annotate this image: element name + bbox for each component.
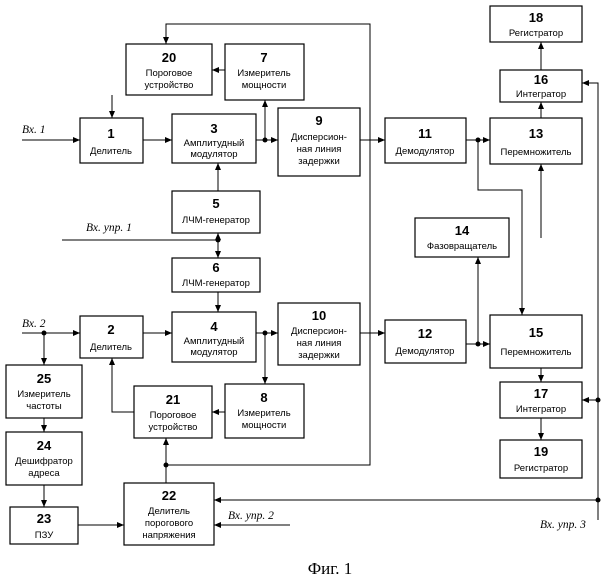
svg-text:Дисперсион-: Дисперсион- bbox=[291, 326, 347, 337]
svg-text:Регистратор: Регистратор bbox=[514, 463, 568, 474]
block-6-lfm-generator: 6 ЛЧМ-генератор bbox=[172, 258, 260, 292]
svg-text:задержки: задержки bbox=[298, 156, 340, 167]
input-label-vx1: Вх. 1 bbox=[22, 124, 45, 136]
svg-text:9: 9 bbox=[315, 113, 322, 128]
svg-text:5: 5 bbox=[212, 196, 219, 211]
svg-text:частоты: частоты bbox=[26, 401, 62, 412]
svg-text:2: 2 bbox=[107, 322, 114, 337]
svg-text:устройство: устройство bbox=[149, 422, 198, 433]
svg-text:Делитель: Делитель bbox=[90, 342, 132, 353]
svg-text:Перемножитель: Перемножитель bbox=[501, 147, 572, 158]
block-2-divider: 2 Делитель bbox=[80, 316, 143, 358]
block-25-frequency-meter: 25 Измеритель частоты bbox=[6, 365, 82, 418]
svg-text:15: 15 bbox=[529, 325, 543, 340]
svg-text:25: 25 bbox=[37, 371, 51, 386]
svg-text:ЛЧМ-генератор: ЛЧМ-генератор bbox=[182, 278, 250, 289]
svg-text:напряжения: напряжения bbox=[142, 530, 195, 541]
svg-text:7: 7 bbox=[260, 50, 267, 65]
block-8-power-meter: 8 Измеритель мощности bbox=[225, 384, 304, 438]
svg-text:ная линия: ная линия bbox=[297, 144, 342, 155]
svg-text:модулятор: модулятор bbox=[190, 347, 237, 358]
svg-text:Делитель: Делитель bbox=[148, 506, 190, 517]
block-20-threshold-device: 20 Пороговое устройство bbox=[126, 44, 212, 95]
svg-text:8: 8 bbox=[260, 390, 267, 405]
svg-text:Дисперсион-: Дисперсион- bbox=[291, 132, 347, 143]
block-3-amplitude-modulator: 3 Амплитудный модулятор bbox=[172, 114, 256, 163]
svg-text:Интегратор: Интегратор bbox=[516, 404, 566, 415]
svg-text:Измеритель: Измеритель bbox=[17, 389, 70, 400]
svg-text:Делитель: Делитель bbox=[90, 146, 132, 157]
svg-text:12: 12 bbox=[418, 326, 432, 341]
svg-text:4: 4 bbox=[210, 319, 218, 334]
svg-text:ПЗУ: ПЗУ bbox=[35, 530, 54, 541]
input-label-vx-upr3: Вх. упр. 3 bbox=[540, 519, 586, 531]
svg-text:Интегратор: Интегратор bbox=[516, 89, 566, 100]
block-21-threshold-device: 21 Пороговое устройство bbox=[134, 386, 212, 438]
svg-text:16: 16 bbox=[534, 72, 548, 87]
input-label-vx-upr1: Вх. упр. 1 bbox=[86, 222, 132, 234]
block-7-power-meter: 7 Измеритель мощности bbox=[225, 44, 304, 100]
svg-text:Измеритель: Измеритель bbox=[237, 68, 290, 79]
block-23-rom: 23 ПЗУ bbox=[10, 507, 78, 544]
block-19-recorder: 19 Регистратор bbox=[500, 440, 582, 478]
svg-text:Фазовращатель: Фазовращатель bbox=[427, 241, 497, 252]
svg-text:22: 22 bbox=[162, 488, 176, 503]
svg-text:17: 17 bbox=[534, 386, 548, 401]
svg-text:Дешифратор: Дешифратор bbox=[15, 456, 73, 467]
block-17-integrator: 17 Интегратор bbox=[500, 382, 582, 418]
svg-text:мощности: мощности bbox=[242, 420, 287, 431]
block-16-integrator: 16 Интегратор bbox=[500, 70, 582, 102]
block-1-divider: 1 Делитель bbox=[80, 118, 143, 163]
svg-text:Амплитудный: Амплитудный bbox=[184, 138, 245, 149]
svg-text:11: 11 bbox=[418, 126, 432, 141]
svg-text:устройство: устройство bbox=[145, 80, 194, 91]
svg-text:Регистратор: Регистратор bbox=[509, 28, 563, 39]
svg-text:ЛЧМ-генератор: ЛЧМ-генератор bbox=[182, 215, 250, 226]
block-14-phase-shifter: 14 Фазовращатель bbox=[415, 218, 509, 257]
block-22-threshold-voltage-divider: 22 Делитель порогового напряжения bbox=[124, 483, 214, 545]
block-12-demodulator: 12 Демодулятор bbox=[385, 320, 466, 363]
svg-text:задержки: задержки bbox=[298, 350, 340, 361]
input-label-vx-upr2: Вх. упр. 2 bbox=[228, 510, 274, 522]
block-15-multiplier: 15 Перемножитель bbox=[490, 315, 582, 368]
block-10-dispersive-delay-line: 10 Дисперсион- ная линия задержки bbox=[278, 303, 360, 365]
svg-text:Демодулятор: Демодулятор bbox=[396, 346, 455, 357]
svg-text:Демодулятор: Демодулятор bbox=[396, 146, 455, 157]
svg-text:21: 21 bbox=[166, 392, 180, 407]
input-label-vx2: Вх. 2 bbox=[22, 318, 46, 330]
svg-text:Перемножитель: Перемножитель bbox=[501, 347, 572, 358]
svg-text:адреса: адреса bbox=[28, 468, 60, 479]
svg-text:ная линия: ная линия bbox=[297, 338, 342, 349]
svg-text:14: 14 bbox=[455, 223, 470, 238]
svg-text:модулятор: модулятор bbox=[190, 149, 237, 160]
block-18-recorder: 18 Регистратор bbox=[490, 6, 582, 42]
svg-text:13: 13 bbox=[529, 126, 543, 141]
block-11-demodulator: 11 Демодулятор bbox=[385, 118, 466, 163]
svg-text:Измеритель: Измеритель bbox=[237, 408, 290, 419]
block-4-amplitude-modulator: 4 Амплитудный модулятор bbox=[172, 312, 256, 362]
svg-text:Пороговое: Пороговое bbox=[150, 410, 197, 421]
figure-caption: Фиг. 1 bbox=[308, 559, 353, 578]
svg-text:6: 6 bbox=[212, 260, 219, 275]
svg-text:23: 23 bbox=[37, 511, 51, 526]
svg-text:19: 19 bbox=[534, 444, 548, 459]
svg-text:18: 18 bbox=[529, 10, 543, 25]
svg-text:1: 1 bbox=[107, 126, 114, 141]
svg-text:10: 10 bbox=[312, 308, 326, 323]
svg-text:3: 3 bbox=[210, 121, 217, 136]
svg-text:24: 24 bbox=[37, 438, 52, 453]
svg-text:порогового: порогового bbox=[145, 518, 193, 529]
block-9-dispersive-delay-line: 9 Дисперсион- ная линия задержки bbox=[278, 108, 360, 176]
svg-text:Пороговое: Пороговое bbox=[146, 68, 193, 79]
svg-text:Амплитудный: Амплитудный bbox=[184, 336, 245, 347]
block-5-lfm-generator: 5 ЛЧМ-генератор bbox=[172, 191, 260, 233]
block-13-multiplier: 13 Перемножитель bbox=[490, 118, 582, 164]
block-24-address-decoder: 24 Дешифратор адреса bbox=[6, 432, 82, 485]
svg-text:20: 20 bbox=[162, 50, 176, 65]
svg-text:мощности: мощности bbox=[242, 80, 287, 91]
